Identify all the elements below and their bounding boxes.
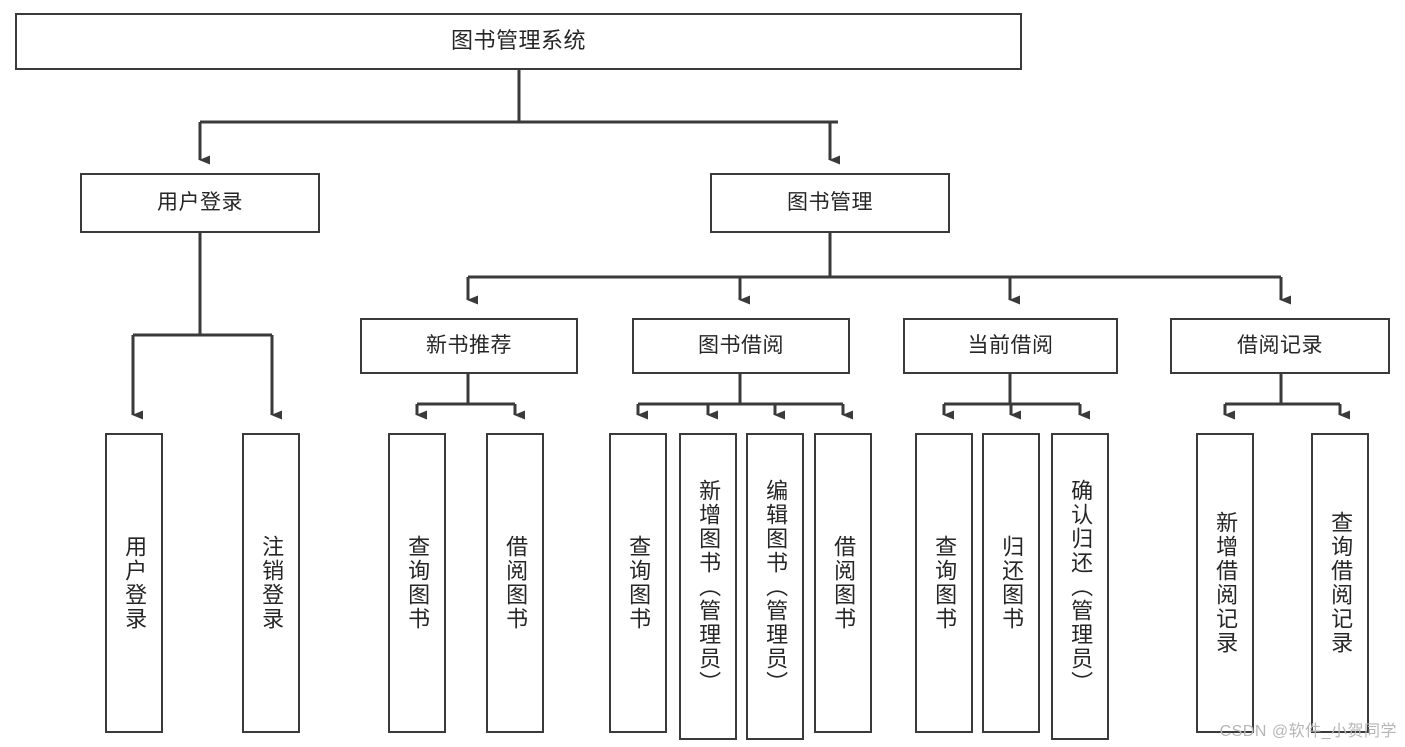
- csdn-watermark: CSDN @软件_小贺同学: [1219, 723, 1397, 740]
- node-label: 当前借阅: [967, 334, 1054, 358]
- leaf-query-book-recommend[interactable]: 查询图书: [388, 433, 446, 733]
- node-label: 查询图书: [626, 535, 652, 631]
- leaf-add-book-admin[interactable]: 新增图书（管理员）: [679, 433, 737, 740]
- node-book-borrow[interactable]: 图书借阅: [632, 318, 850, 374]
- node-label: 新增借阅记录: [1213, 511, 1239, 655]
- leaf-return-book[interactable]: 归还图书: [982, 433, 1040, 733]
- node-book-management[interactable]: 图书管理: [710, 173, 950, 233]
- node-borrow-record[interactable]: 借阅记录: [1170, 318, 1390, 374]
- node-current-borrow[interactable]: 当前借阅: [903, 318, 1118, 374]
- node-label: 借阅图书: [503, 535, 529, 631]
- node-label: 查询图书: [932, 535, 958, 631]
- node-label: 查询借阅记录: [1328, 511, 1354, 655]
- node-label: 图书管理系统: [450, 28, 586, 54]
- leaf-query-book-borrow[interactable]: 查询图书: [609, 433, 667, 733]
- node-label: 图书管理: [787, 191, 873, 215]
- node-label: 新书推荐: [426, 334, 512, 358]
- node-label: 借阅记录: [1237, 334, 1323, 358]
- node-label: 用户登录: [122, 535, 148, 631]
- leaf-borrow-book[interactable]: 借阅图书: [814, 433, 872, 733]
- node-label: 用户登录: [157, 191, 243, 215]
- node-label: 查询图书: [405, 535, 431, 631]
- node-user-login[interactable]: 用户登录: [80, 173, 320, 233]
- node-label: 借阅图书: [831, 535, 857, 631]
- node-label: 编辑图书（管理员）: [763, 478, 789, 695]
- leaf-confirm-return-admin[interactable]: 确认归还（管理员）: [1051, 433, 1109, 740]
- node-label: 确认归还（管理员）: [1068, 478, 1094, 695]
- node-root-book-management-system[interactable]: 图书管理系统: [15, 13, 1022, 70]
- node-new-book-recommend[interactable]: 新书推荐: [360, 318, 578, 374]
- leaf-query-borrow-record[interactable]: 查询借阅记录: [1311, 433, 1369, 733]
- node-label: 图书借阅: [698, 334, 784, 358]
- leaf-logout[interactable]: 注销登录: [242, 433, 300, 733]
- leaf-add-borrow-record[interactable]: 新增借阅记录: [1196, 433, 1254, 733]
- leaf-edit-book-admin[interactable]: 编辑图书（管理员）: [746, 433, 804, 740]
- leaf-query-book-current[interactable]: 查询图书: [915, 433, 973, 733]
- node-label: 归还图书: [999, 535, 1025, 631]
- node-label: 新增图书（管理员）: [696, 478, 722, 695]
- node-label: 注销登录: [259, 535, 285, 631]
- leaf-user-login[interactable]: 用户登录: [105, 433, 163, 733]
- leaf-borrow-book-recommend[interactable]: 借阅图书: [486, 433, 544, 733]
